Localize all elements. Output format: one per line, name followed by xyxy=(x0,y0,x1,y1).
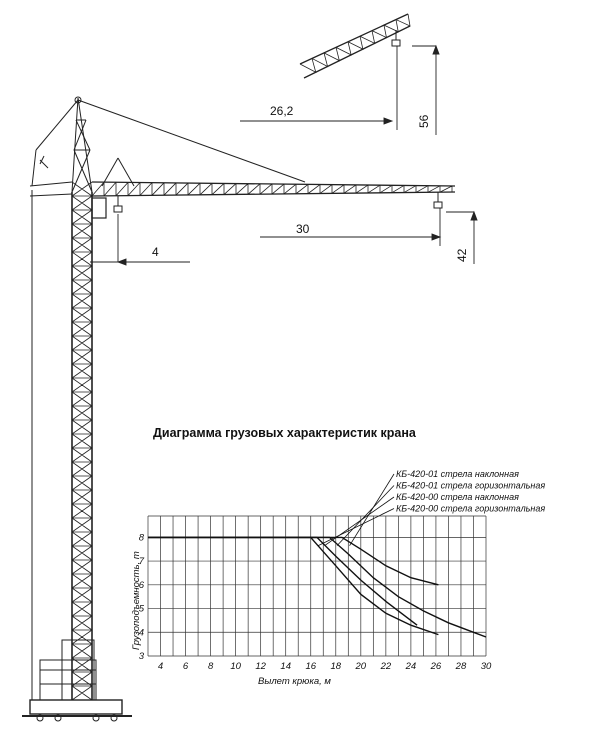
x-tick-label: 4 xyxy=(158,661,163,672)
legend-leader-3 xyxy=(324,496,395,546)
chart-curves xyxy=(148,536,487,638)
legend-entry-2: КБ-420-01 стрела горизонтальная xyxy=(396,481,545,491)
x-tick-label: 18 xyxy=(330,661,341,672)
dim-horizontal-reach: 30 xyxy=(296,222,310,236)
inclined-jib xyxy=(299,13,411,79)
legend-entry-1: КБ-420-01 стрела наклонная xyxy=(396,469,519,479)
counter-jib xyxy=(29,99,79,197)
dim-inclined-height: 56 xyxy=(417,114,431,128)
load-chart: 4 6 8 10 12 14 16 18 20 22 24 26 28 30 3 4 5 6 7 8 КБ-420-… xyxy=(131,469,545,687)
tower-mast xyxy=(71,181,93,701)
hook-far xyxy=(433,192,443,209)
legend-leader-1 xyxy=(349,473,395,546)
x-tick-label: 28 xyxy=(455,661,467,672)
y-tick-label: 7 xyxy=(139,556,145,567)
dim-horizontal-height: 42 xyxy=(455,248,469,262)
x-tick-label: 22 xyxy=(380,661,392,672)
x-tick-label: 16 xyxy=(305,661,316,672)
main-jib xyxy=(77,99,456,197)
x-tick-label: 26 xyxy=(430,661,442,672)
x-tick-label: 20 xyxy=(355,661,367,672)
y-tick-label: 5 xyxy=(139,604,145,615)
x-tick-label: 10 xyxy=(230,661,241,672)
y-tick-label: 6 xyxy=(139,580,145,591)
dim-tower-offset: 4 xyxy=(152,245,159,259)
series-curve-2 xyxy=(148,536,487,638)
chart-title: Диаграмма грузовых характеристик крана xyxy=(153,426,417,440)
crane-illustration xyxy=(22,13,456,722)
legend-leaders xyxy=(318,473,395,547)
tower-head xyxy=(71,96,93,193)
x-tick-label: 12 xyxy=(255,661,266,672)
x-tick-label: 6 xyxy=(183,661,189,672)
y-tick-label: 8 xyxy=(139,532,145,543)
operator-cab xyxy=(91,197,107,219)
x-tick-label: 8 xyxy=(208,661,214,672)
y-tick-label: 3 xyxy=(139,651,145,662)
crane-base xyxy=(22,639,132,722)
legend-leader-2 xyxy=(336,485,395,546)
x-tick-label: 14 xyxy=(280,661,291,672)
dimension-lines xyxy=(90,44,478,266)
series-curve-4 xyxy=(148,536,439,636)
x-tick-label: 30 xyxy=(481,661,492,672)
y-tick-label: 4 xyxy=(139,627,144,638)
y-tick-labels: 3 4 5 6 7 8 xyxy=(139,532,145,662)
series-curve-3 xyxy=(148,536,418,626)
x-tick-label: 24 xyxy=(405,661,417,672)
x-tick-labels: 4 6 8 10 12 14 16 18 20 22 24 26 28 30 xyxy=(158,661,492,672)
legend-leader-4 xyxy=(318,508,395,547)
y-axis-label: Грузоподъемность, т xyxy=(131,551,142,650)
x-axis-label: Вылет крюка, м xyxy=(258,676,331,687)
dim-inclined-reach: 26,2 xyxy=(270,104,294,118)
legend-entry-4: КБ-420-00 стрела горизонтальная xyxy=(396,504,545,514)
hook-near xyxy=(113,196,123,213)
legend-entry-3: КБ-420-00 стрела наклонная xyxy=(396,492,519,502)
jib-stay-cable xyxy=(77,99,306,183)
